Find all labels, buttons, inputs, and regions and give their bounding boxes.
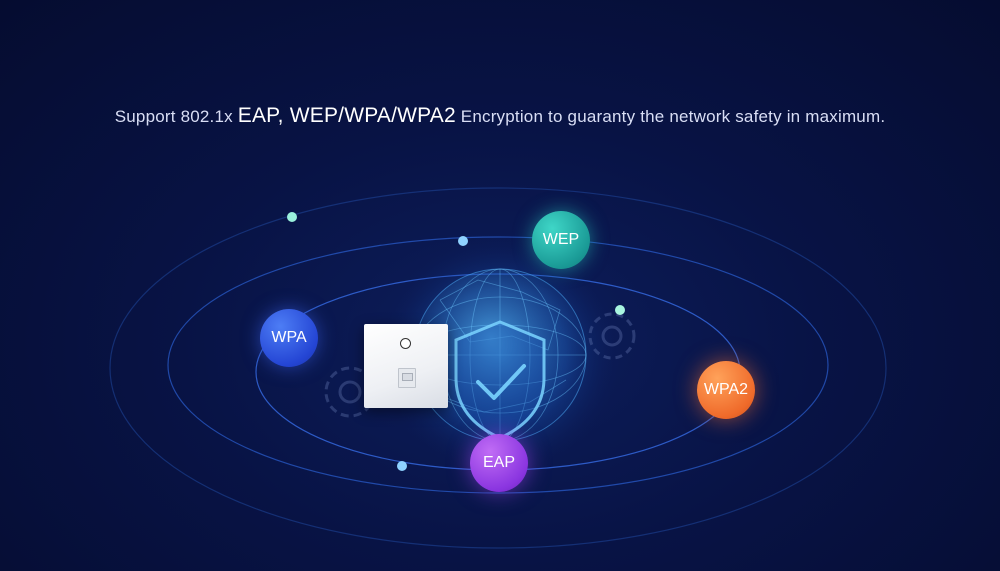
orbit-dot	[615, 305, 625, 315]
orbit-outer	[109, 187, 887, 549]
bubble-eap: EAP	[470, 434, 528, 492]
bubble-wpa2-label: WPA2	[703, 381, 749, 398]
bubble-wpa: WPA	[260, 309, 318, 367]
headline-part-1: Support 802.1x	[114, 107, 238, 126]
headline-part-3: Encryption to guaranty the network safet…	[455, 107, 886, 126]
ethernet-port-icon	[398, 368, 416, 388]
shield-check-icon	[454, 320, 546, 440]
wall-access-point-device	[364, 324, 448, 408]
orbit-dot	[458, 236, 468, 246]
bubble-wep-label: WEP	[542, 231, 580, 248]
headline-protocols: EAP, WEP/WPA/WPA2	[237, 104, 456, 127]
headline: Support 802.1x EAP, WEP/WPA/WPA2 Encrypt…	[0, 104, 1000, 128]
bubble-eap-label: EAP	[482, 454, 515, 471]
orbit-dots	[287, 212, 625, 471]
orbit-dot	[397, 461, 407, 471]
bubble-wpa2: WPA2	[697, 361, 755, 419]
orbit-dot	[287, 212, 297, 222]
bubble-wep: WEP	[532, 211, 590, 269]
bubble-wpa-label: WPA	[271, 329, 307, 346]
device-led-icon	[400, 338, 411, 349]
